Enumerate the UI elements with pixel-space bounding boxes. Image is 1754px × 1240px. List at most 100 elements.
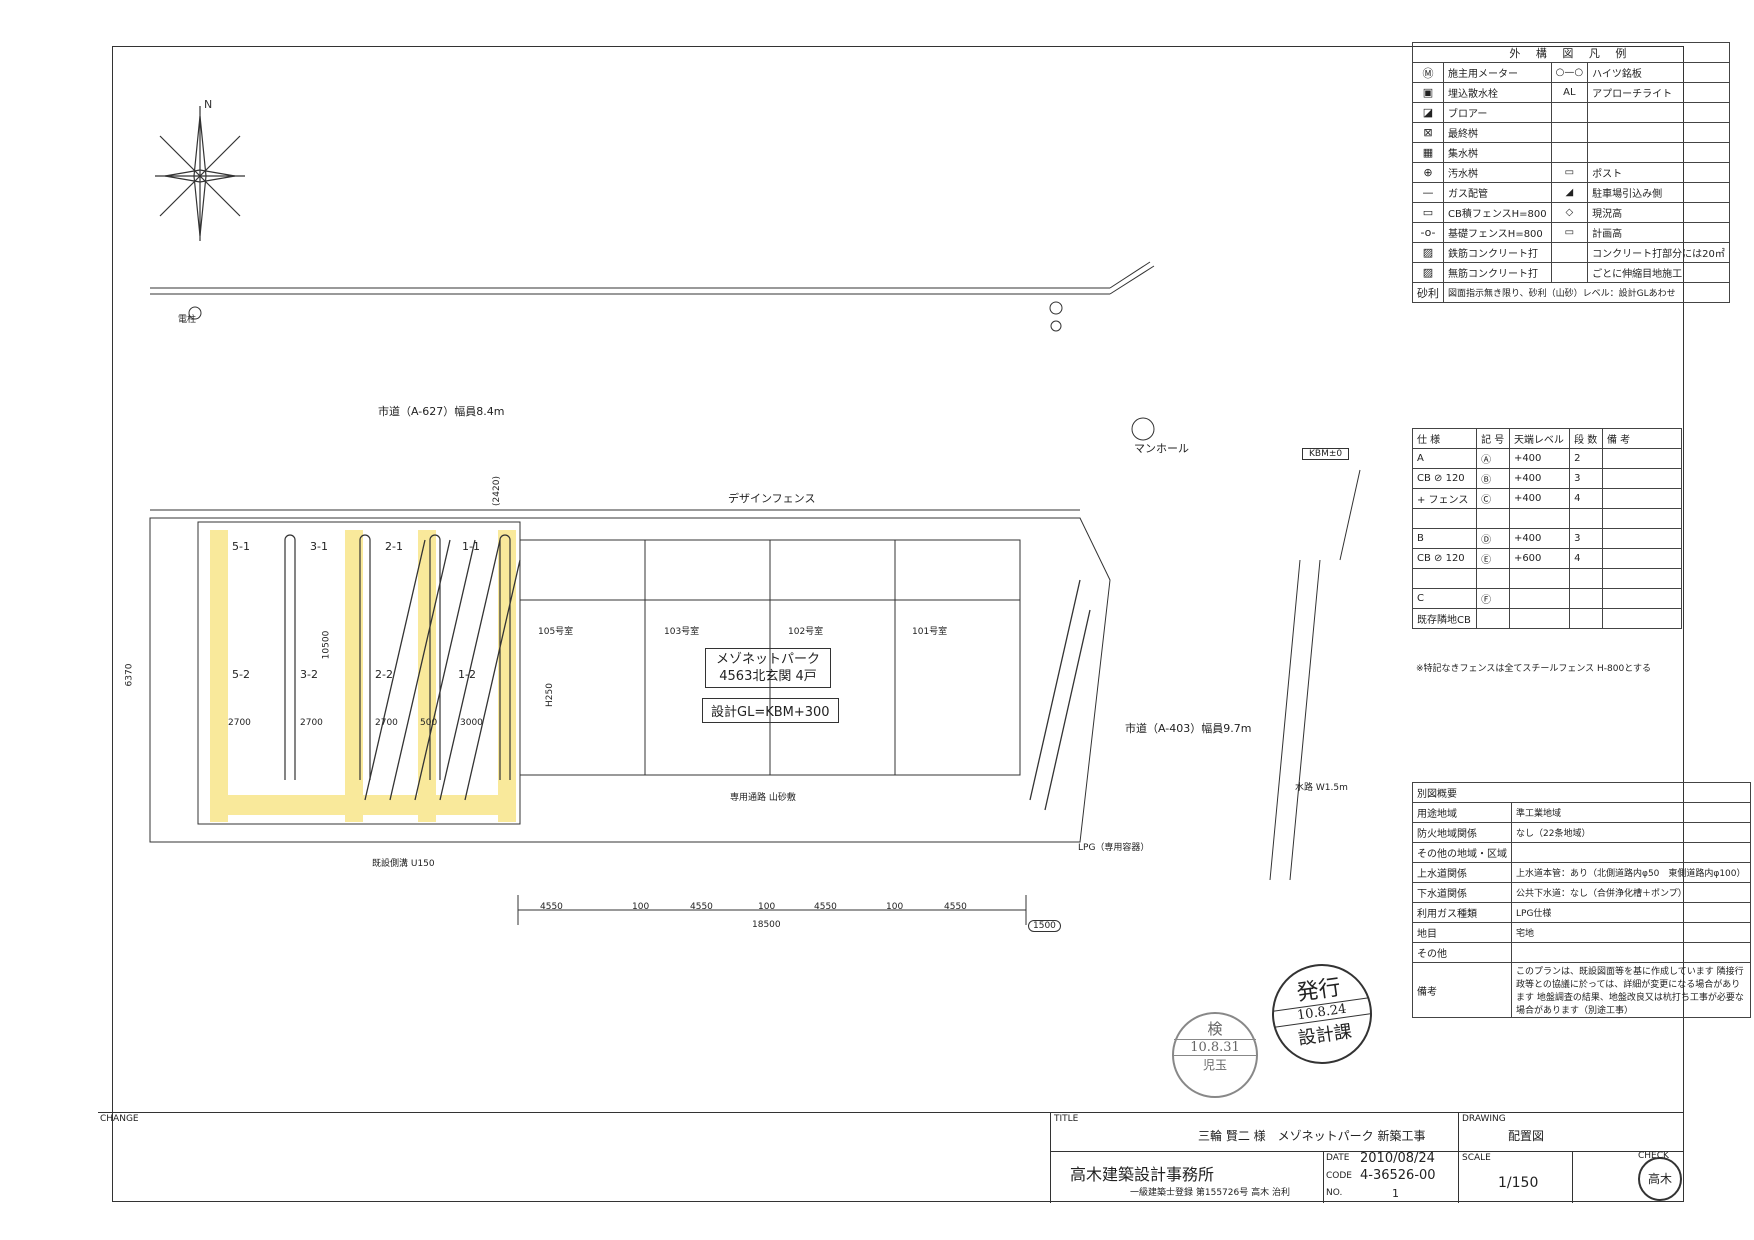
kbm-label: KBM±0 [1302,448,1350,460]
spec-marker: Ⓔ [1476,548,1510,569]
legend-label-2 [1587,142,1730,163]
overview-value: 準工業地域 [1511,802,1751,823]
manhole-label: マンホール [1134,442,1189,455]
overview-row: その他の地域・区域 [1412,842,1751,863]
spec-steps: 4 [1569,548,1603,569]
check-label: CHECK [1638,1151,1669,1161]
spec-marker: Ⓑ [1476,468,1510,489]
spec-row [1411,508,1682,529]
width-3: 2700 [375,718,398,728]
legend-symbol-2 [1550,142,1589,163]
overview-key: 用途地域 [1412,802,1512,823]
spec-notes [1602,508,1682,529]
design-gl: 設計GL=KBM+300 [702,698,839,723]
legend-title: 外 構 図 凡 例 [1412,42,1730,63]
spec-header-notes: 備 考 [1602,428,1682,449]
spec-level [1508,508,1571,529]
dim-1: 4550 [540,902,563,912]
spec-level: +400 [1508,488,1571,509]
legend-symbol: Ⓜ [1412,62,1444,83]
check-seal: 高木 [1638,1157,1682,1201]
parking-2-2: 2-2 [375,668,393,681]
dim-1500: 1500 [1028,920,1061,932]
legend-symbol-2: ▭ [1550,162,1589,183]
scale-value: 1/150 [1498,1175,1539,1191]
spec-notes [1602,528,1682,549]
spec-spec: C [1411,588,1478,609]
legend-footer-text: 図面指示無き限り、砂利（山砂）レベル：設計GLあわせ [1443,282,1730,303]
overview-row: 下水道関係公共下水道：なし（合併浄化槽＋ポンプ） [1412,882,1751,903]
parking-lane-label: 専用通路 山砂敷 [730,793,796,803]
legend-label: 集水桝 [1443,142,1552,163]
legend-label-2: 計画高 [1587,222,1730,243]
legend-label: 汚水桝 [1443,162,1552,183]
overview-table: 別図概要 用途地域準工業地域防火地域関係なし（22条地域）その他の地域・区域上水… [1412,782,1751,1018]
scale-label: SCALE [1462,1153,1491,1163]
overview-key: 下水道関係 [1412,882,1512,903]
legend-label-2: 現況高 [1587,202,1730,223]
legend-symbol-2: ○—○ [1550,62,1589,83]
dim-6370: 6370 [124,663,135,687]
legend-label: ガス配管 [1443,182,1552,203]
legend-row: ⊕汚水桝▭ポスト [1412,162,1730,183]
legend-label: 基礎フェンスH=800 [1443,222,1552,243]
building-name-box: メゾネットパーク 4563北玄関 4戸 [705,648,832,688]
office-name: 高木建築設計事務所 [1070,1165,1215,1184]
office-license: 一級建築士登録 第155726号 高木 治利 [1130,1188,1290,1198]
legend-footer-label: 砂利 [1412,282,1444,303]
spec-header-marker: 記 号 [1476,428,1510,449]
dim-4: 100 [758,902,776,912]
room-105: 105号室 [538,627,574,637]
overview-value: 公共下水道：なし（合併浄化槽＋ポンプ） [1511,882,1751,903]
check-stamp-date: 10.8.31 [1174,1039,1256,1056]
spec-notes [1602,468,1682,489]
overview-value [1511,942,1751,963]
dim-5: 4550 [814,902,837,912]
legend-symbol: ▣ [1412,82,1444,103]
legend-label-2 [1587,102,1730,123]
spec-steps [1569,568,1603,589]
overview-value: なし（22条地域） [1511,822,1751,843]
dim-6: 100 [886,902,904,912]
drawing-frame [112,46,1684,1202]
dim-10500: 10500 [321,630,332,660]
spec-steps [1569,588,1603,609]
legend-symbol: ▦ [1412,142,1444,163]
legend-label-2: 駐車場引込み側 [1587,182,1730,203]
spec-spec: 既存隣地CB [1411,608,1478,629]
road-east-label: 市道（A-403）幅員9.7m [1125,722,1252,735]
project-title: 三輪 賢二 様 メゾネットパーク 新築工事 [1198,1129,1426,1143]
spec-spec [1411,568,1478,589]
spec-marker: Ⓕ [1476,588,1510,609]
dim-2420: (2420) [491,476,502,506]
legend-label: 最終桝 [1443,122,1552,143]
road-north-label: 市道（A-627）幅員8.4m [378,405,505,418]
spec-spec [1411,508,1478,529]
spec-level: +400 [1508,448,1571,469]
legend-row: ▦集水桝 [1412,142,1730,163]
overview-row: その他 [1412,942,1751,963]
lpg-label: LPG（専用容器） [1078,843,1150,853]
spec-marker: Ⓐ [1476,448,1510,469]
spec-level [1508,588,1571,609]
overview-value [1511,842,1751,863]
drawing-title: 配置図 [1508,1129,1545,1143]
title-block: CHANGE TITLE DRAWING 三輪 賢二 様 メゾネットパーク 新築… [98,1112,1684,1203]
width-5: 3000 [460,718,483,728]
check-stamp-name: 児玉 [1202,1058,1227,1072]
north-arrow-icon: N [155,98,245,241]
overview-row: 上水道関係上水道本管：あり（北側道路内φ50 東側道路内φ100） [1412,862,1751,883]
spec-header-level: 天端レベル [1508,428,1571,449]
legend-symbol-2: ▭ [1550,222,1589,243]
spec-level [1508,608,1571,629]
legend-label-2: アプローチライト [1587,82,1730,103]
overview-key: その他 [1412,942,1512,963]
overview-key: 防火地域関係 [1412,822,1512,843]
overview-key: 地目 [1412,922,1512,943]
